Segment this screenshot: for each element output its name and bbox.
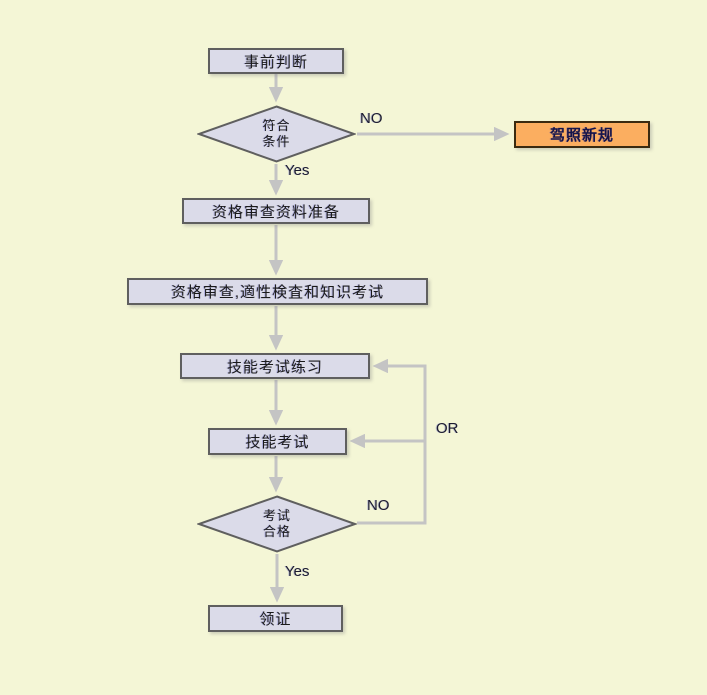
diamond-shape [197, 105, 356, 163]
flow-decision-conditions: 符合 条件 [197, 105, 356, 163]
flow-decision-conditions-label: 符合 条件 [197, 105, 356, 163]
flow-node-review-exams: 资格审查,適性検査和知识考试 [127, 278, 428, 305]
flow-node-skill-exam: 技能考试 [208, 428, 347, 455]
flow-decision-pass-label: 考试 合格 [197, 495, 357, 553]
edge-label-no-2: NO [367, 497, 390, 514]
edge-label-or: OR [436, 420, 459, 437]
decision2-line1: 考试 [262, 508, 291, 523]
decision1-line1: 符合 [262, 118, 291, 133]
edge-label-yes-1: Yes [285, 162, 310, 179]
decision2-line2: 合格 [262, 524, 291, 539]
decision1-line2: 条件 [262, 134, 291, 149]
flow-node-new-rules: 驾照新规 [514, 121, 650, 148]
flow-decision-pass: 考试 合格 [197, 495, 357, 553]
edge-label-yes-2: Yes [285, 563, 310, 580]
flow-node-skill-practice: 技能考试练习 [180, 353, 370, 379]
flow-node-prepare-materials: 资格审查资料准备 [182, 198, 370, 224]
flow-node-start: 事前判断 [208, 48, 344, 74]
diamond-shape [197, 495, 357, 553]
flow-node-get-license: 领证 [208, 605, 343, 632]
edge-label-no-1: NO [360, 110, 383, 127]
